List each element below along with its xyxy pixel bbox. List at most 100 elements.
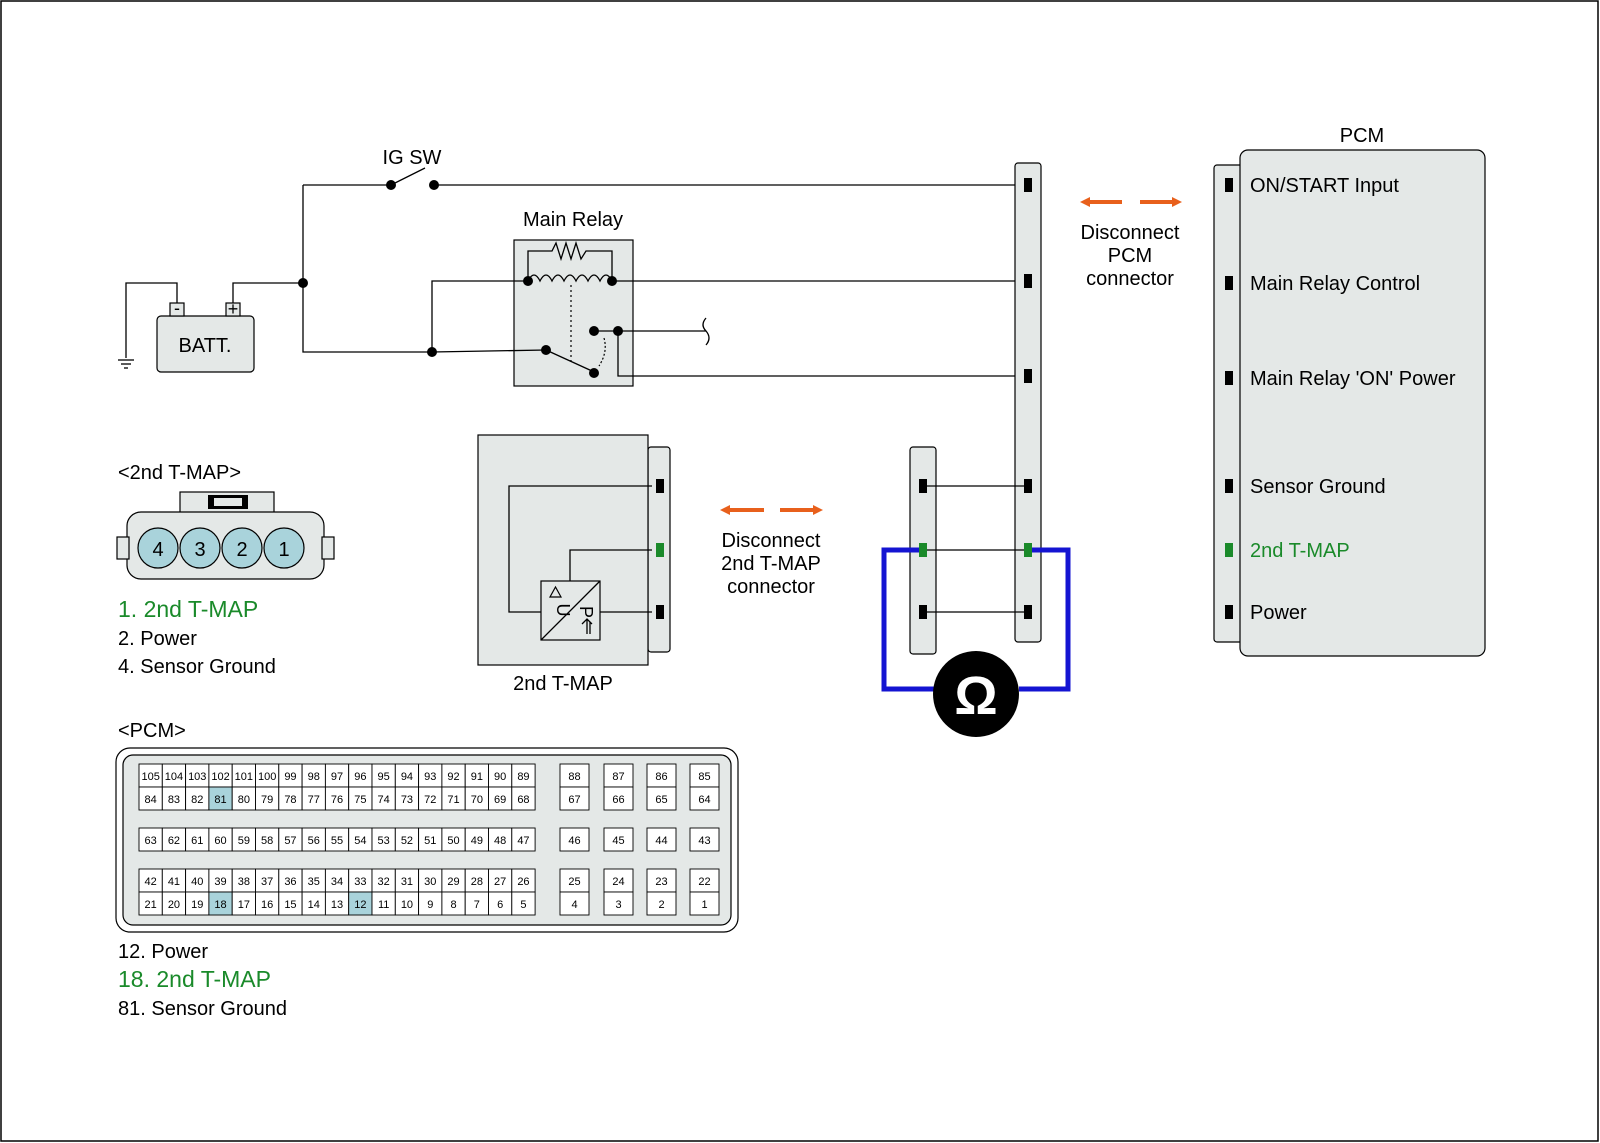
pcm-pin-number: 66 <box>612 794 624 806</box>
ig-sw-label: IG SW <box>383 147 442 169</box>
pcm-pin-number: 46 <box>568 835 580 847</box>
pcm-pin-number: 76 <box>331 794 343 806</box>
tmap-pin-number: 4 <box>152 539 163 561</box>
pcm-pin-number: 50 <box>447 835 459 847</box>
disconnect-pcm-annotation: Disconnect PCM connector <box>1080 197 1182 290</box>
pcm-pin-number: 68 <box>517 794 529 806</box>
pcm-pin-number: 65 <box>655 794 667 806</box>
pcm-pin-number: 61 <box>191 835 203 847</box>
pcm-pin-number: 80 <box>238 794 250 806</box>
tmap-sensor: U P 2nd T-MAP <box>477 434 671 695</box>
pcm-pin-number: 40 <box>191 876 203 888</box>
tmap-harness-pins <box>919 479 927 619</box>
pcm-pin-label: ON/START Input <box>1250 175 1399 197</box>
wire-break-icon <box>702 317 710 346</box>
pcm-pin-number: 8 <box>450 899 456 911</box>
pcm-pin-number: 54 <box>354 835 366 847</box>
main-relay: Main Relay <box>513 209 634 387</box>
disconnect-pcm-line1: Disconnect <box>1081 222 1180 244</box>
pcm-pin-number: 72 <box>424 794 436 806</box>
pcm-pin-cell <box>689 786 720 811</box>
pcm-pin-cell <box>646 891 677 916</box>
pcm-pin-number: 3 <box>615 899 621 911</box>
pcm-pin-cell <box>603 827 634 852</box>
disconnect-tmap-line2: 2nd T-MAP <box>721 553 821 575</box>
battery-pos-wire <box>232 282 303 303</box>
pcm-pin-number: 22 <box>698 876 710 888</box>
pcm-pin-marker <box>1225 276 1233 290</box>
pcm-pin-number: 49 <box>471 835 483 847</box>
pcm-pin-label: 2nd T-MAP <box>1250 540 1350 562</box>
pcm-pin-marker <box>1225 178 1233 192</box>
pcm-pin-number: 52 <box>401 835 413 847</box>
pcm-pin-number: 12 <box>354 899 366 911</box>
pcm-pin-number: 58 <box>261 835 273 847</box>
pcm-harness-connector <box>1014 162 1042 643</box>
battery-label: BATT. <box>179 335 232 357</box>
pcm-pin-number: 62 <box>168 835 180 847</box>
pcm-pin-cell <box>646 786 677 811</box>
pcm-pin-number: 10 <box>401 899 413 911</box>
pcm-pin-number: 84 <box>145 794 157 806</box>
relay-coil-feed-wire <box>431 280 528 352</box>
pcm-pin-number: 26 <box>517 876 529 888</box>
pcm-pin-number: 48 <box>494 835 506 847</box>
ohmmeter-icon: Ω <box>933 651 1019 737</box>
pcm-pin-number: 1 <box>701 899 707 911</box>
pcm-pin-number: 91 <box>471 771 483 783</box>
pcm-pin-cell <box>559 827 590 852</box>
pcm-pin-number: 20 <box>168 899 180 911</box>
pcm-pin-number: 75 <box>354 794 366 806</box>
pcm-pin-number: 55 <box>331 835 343 847</box>
pcm-pin-number: 41 <box>168 876 180 888</box>
tmap-legend-1: 1. 2nd T-MAP <box>118 596 258 622</box>
pcm-pin-cell <box>603 786 634 811</box>
pcm-pin-cell <box>646 827 677 852</box>
pcm-pin-number: 105 <box>141 771 159 783</box>
pcm-pin-cell <box>689 891 720 916</box>
sensor-u-label: U <box>553 604 573 617</box>
pcm-pin-number: 18 <box>214 899 226 911</box>
pcm-pin-number: 59 <box>238 835 250 847</box>
pcm-legend-1: 12. Power <box>118 941 208 963</box>
pcm-pin-number: 86 <box>655 771 667 783</box>
pcm-pin-number: 93 <box>424 771 436 783</box>
sensor-p-label: P <box>576 606 596 618</box>
disconnect-pcm-line3: connector <box>1086 268 1174 290</box>
pcm-pin-number: 74 <box>378 794 390 806</box>
pcm-pin-label: Main Relay Control <box>1250 273 1420 295</box>
pcm-pin-cell <box>603 891 634 916</box>
tmap-pin-number: 2 <box>236 539 247 561</box>
pcm-pin-number: 38 <box>238 876 250 888</box>
pcm-pin-number: 32 <box>378 876 390 888</box>
pcm-pin-label: Power <box>1250 602 1307 624</box>
pcm-pin-number: 15 <box>284 899 296 911</box>
pcm-pin-number: 37 <box>261 876 273 888</box>
tmap-pin <box>263 527 305 569</box>
disconnect-pcm-line2: PCM <box>1108 245 1152 267</box>
pcm-pin-number: 88 <box>568 771 580 783</box>
pcm-pin-label: Main Relay 'ON' Power <box>1250 368 1456 390</box>
pcm-pin-number: 19 <box>191 899 203 911</box>
tmap-pin-number: 3 <box>194 539 205 561</box>
pcm-pin-number: 16 <box>261 899 273 911</box>
pcm-pin-number: 5 <box>520 899 526 911</box>
ohm-symbol: Ω <box>954 666 997 726</box>
pcm-pin-number: 77 <box>308 794 320 806</box>
disconnect-tmap-line1: Disconnect <box>722 530 821 552</box>
pcm-pin-number: 24 <box>612 876 624 888</box>
pcm-pin-number: 101 <box>235 771 253 783</box>
tmap-legend-2: 2. Power <box>118 628 197 650</box>
disconnect-tmap-annotation: Disconnect 2nd T-MAP connector <box>720 505 823 598</box>
pcm-pin-cell <box>511 827 536 852</box>
pcm-pin-number: 42 <box>145 876 157 888</box>
pcm-pin-label: Sensor Ground <box>1250 476 1386 498</box>
pcm-pin-number: 89 <box>517 771 529 783</box>
pcm-pin-number: 29 <box>447 876 459 888</box>
battery: - + BATT. <box>156 298 255 373</box>
pcm-pin-number: 63 <box>145 835 157 847</box>
pcm-pin-number: 100 <box>258 771 276 783</box>
